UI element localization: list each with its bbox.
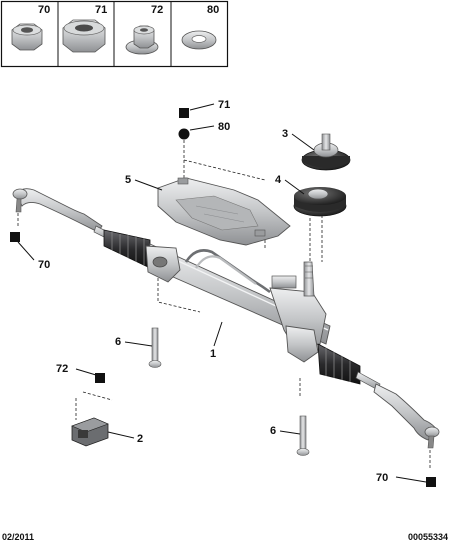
legend-ref-70: 70	[38, 4, 50, 16]
mount-bushing-lower	[293, 187, 347, 217]
callout-2: 2	[137, 433, 143, 445]
boot-left	[103, 229, 151, 269]
legend-cell-70: 70	[11, 4, 50, 51]
legend-cell-72: 72	[125, 4, 163, 55]
callout-6-right: 6	[270, 425, 276, 437]
callout-70-right: 70	[376, 472, 388, 484]
bolt-left	[148, 327, 162, 368]
marker-square-72	[95, 373, 105, 383]
legend-ref-80: 80	[207, 4, 219, 16]
tie-rod-end-left	[12, 188, 103, 233]
marker-dot-80	[178, 128, 190, 140]
bolt-right	[296, 415, 310, 456]
flange-nut-icon	[125, 25, 159, 55]
marker-square-70-right	[426, 477, 436, 487]
callouts: 71 80 3 4 5 70 6 1 72 2 6	[10, 99, 436, 487]
callout-1: 1	[210, 348, 216, 360]
washer-icon	[181, 30, 217, 50]
footer-code: 00055334	[408, 532, 448, 542]
tie-rod-end-right	[373, 383, 440, 449]
mount-bushing-upper	[301, 133, 351, 171]
callout-6-left: 6	[115, 336, 121, 348]
callout-72: 72	[56, 363, 68, 375]
parts-legend: 70 71 72	[0, 0, 229, 68]
callout-3: 3	[282, 128, 288, 140]
callout-4: 4	[275, 174, 282, 186]
boot-right	[317, 343, 361, 385]
steering-rack-assembly	[93, 225, 381, 391]
footer-date: 02/2011	[2, 532, 34, 542]
assembly-guides	[17, 140, 431, 470]
callout-80: 80	[218, 121, 230, 133]
legend-cell-80: 80	[181, 4, 219, 50]
marker-square-71	[179, 108, 189, 118]
nut-large-icon	[62, 19, 106, 53]
legend-ref-71: 71	[95, 4, 107, 16]
sensor-module	[71, 417, 109, 447]
callout-5: 5	[125, 174, 131, 186]
heat-shield	[157, 177, 291, 246]
legend-cell-71: 71	[62, 4, 107, 53]
callout-70-left: 70	[38, 259, 50, 271]
marker-square-70-left	[10, 232, 20, 242]
nut-small-icon	[11, 23, 43, 51]
callout-71: 71	[218, 99, 230, 111]
legend-ref-72: 72	[151, 4, 163, 16]
